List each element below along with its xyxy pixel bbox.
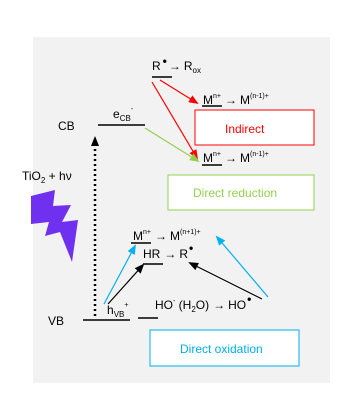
metal-reduction-reaction-2: Mn+→M(n-1)+	[203, 151, 269, 165]
red-arrow-to-reduction-1	[159, 79, 199, 105]
indirect-label: Indirect	[225, 122, 265, 136]
vb-hole-label: hVB+	[107, 302, 128, 319]
red-arrow-to-reduction-2	[151, 81, 199, 160]
vb-label: VB	[48, 314, 64, 328]
lightning-bolt-icon	[31, 190, 78, 262]
blue-arrow-to-metal-oxidation	[103, 244, 136, 305]
indirect-box	[194, 109, 315, 146]
radical-oxidation-reaction: R•→Rox	[152, 54, 201, 75]
direct-oxidation-box	[149, 329, 300, 367]
cb-label: CB	[58, 119, 75, 133]
black-arrow-to-hr	[107, 263, 145, 305]
cb-electron-label: eCB-	[113, 106, 134, 123]
direct-reduction-box	[167, 174, 315, 211]
green-arrow-direct-reduction	[144, 127, 200, 163]
black-arrow-from-hydroxyl-radical	[188, 262, 263, 300]
metal-oxidation-reaction: Mn+→M(n+1)+	[133, 229, 201, 243]
excitation-label: TiO2 + hν	[22, 169, 72, 185]
direct-reduction-label: Direct reduction	[193, 186, 277, 200]
hydroxyl-oxidation-reaction: HO- (H2O)→HO•	[155, 292, 251, 314]
blue-arrow-from-hydroxyl-radical	[215, 235, 269, 298]
hr-oxidation-reaction: HR→R•	[143, 241, 193, 261]
metal-reduction-reaction-1: Mn+→M(n-1)+	[203, 93, 269, 107]
direct-oxidation-label: Direct oxidation	[180, 342, 263, 356]
